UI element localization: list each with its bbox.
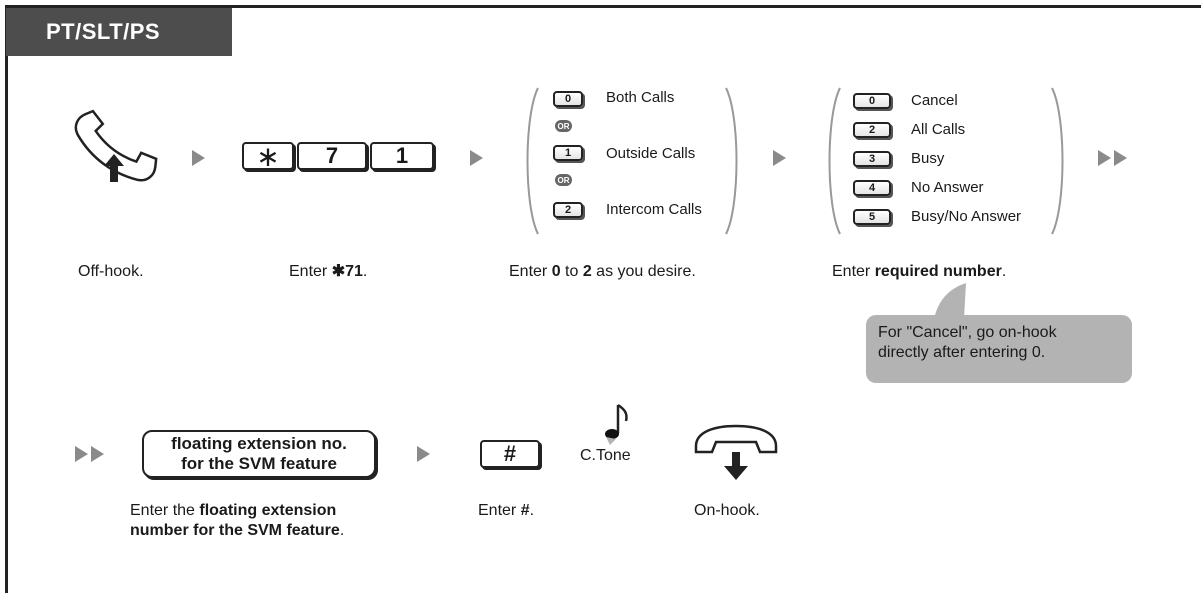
key-1: 1: [370, 142, 434, 170]
floating-extension-line-1: floating extension no.: [171, 434, 347, 453]
caption-floating-extension-prefix: Enter the: [130, 502, 200, 519]
cancel-note-line-1: For "Cancel", go on-hook: [878, 324, 1057, 341]
caption-call-type-to: 2: [582, 263, 592, 280]
key-star: ∗: [242, 140, 294, 172]
forward-label-all-calls: All Calls: [911, 121, 966, 138]
forward-key-0: 0: [853, 93, 891, 109]
caption-required-number-suffix: .: [1001, 263, 1007, 280]
caption-on-hook: On-hook.: [694, 502, 760, 519]
caption-required-number-prefix: Enter: [832, 263, 875, 280]
forward-key-4-label: 4: [868, 182, 876, 194]
caption-enter-71-code: ✱71: [331, 263, 363, 280]
step-arrow-1: [192, 150, 205, 166]
caption-enter-71-prefix: Enter: [289, 263, 332, 280]
caption-floating-extension: Enter the floating extension number for …: [130, 501, 344, 541]
note-bubble-tail: [934, 283, 966, 319]
call-type-label-intercom: Intercom Calls: [606, 201, 702, 218]
call-type-key-2-label: 2: [564, 204, 572, 216]
on-hook-handset-icon: [694, 424, 778, 480]
forward-label-no-answer: No Answer: [911, 179, 984, 196]
or-badge-2: OR: [555, 174, 572, 186]
confirmation-tone-icon: [605, 403, 628, 445]
row2-arrow-b: [91, 446, 104, 462]
forward-key-2: 2: [853, 122, 891, 138]
off-hook-handset-icon: [74, 109, 158, 182]
cancel-note-line-2: directly after entering 0.: [878, 344, 1046, 361]
frame-top-border: [5, 5, 1201, 8]
caption-call-type-mid: to: [560, 263, 583, 280]
forward-key-2-label: 2: [868, 124, 876, 136]
device-type-label: PT/SLT/PS: [46, 19, 161, 44]
row2-arrow-c: [417, 446, 430, 462]
right-paren-call-type: [725, 87, 738, 235]
forward-label-busy-no-answer: Busy/No Answer: [911, 208, 1022, 225]
forward-label-cancel: Cancel: [911, 92, 958, 109]
call-type-key-2: 2: [553, 202, 583, 218]
key-hash: #: [480, 440, 540, 468]
caption-call-type: Enter 0 to 2 as you desire.: [509, 262, 696, 282]
floating-extension-line-2: for the SVM feature: [181, 454, 337, 473]
caption-floating-extension-bold-1: floating extension: [199, 502, 337, 519]
caption-enter-71-suffix: .: [362, 263, 368, 280]
caption-enter-hash-suffix: .: [529, 502, 535, 519]
caption-floating-extension-suffix: .: [339, 522, 345, 539]
caption-required-number-bold: required number: [874, 263, 1002, 280]
caption-enter-hash-bold: #: [520, 502, 530, 519]
caption-off-hook: Off-hook.: [78, 263, 144, 280]
continue-arrow-b: [1114, 150, 1127, 166]
step-arrow-3: [773, 150, 786, 166]
step-arrow-2: [470, 150, 483, 166]
call-type-key-1: 1: [553, 145, 583, 161]
caption-enter-71: Enter ✱71.: [289, 262, 367, 282]
call-type-key-0: 0: [553, 91, 583, 107]
device-type-tag: PT/SLT/PS: [6, 8, 232, 56]
forward-key-3: 3: [853, 151, 891, 167]
forward-label-busy: Busy: [911, 150, 945, 167]
key-1-label: 1: [395, 143, 409, 168]
right-paren-forward-type: [1051, 87, 1064, 235]
forward-key-0-label: 0: [868, 95, 876, 107]
continue-arrow-a: [1098, 150, 1111, 166]
key-hash-label: #: [503, 441, 517, 466]
call-type-label-both: Both Calls: [606, 89, 675, 106]
caption-enter-hash: Enter #.: [478, 501, 534, 521]
forward-key-5: 5: [853, 209, 891, 225]
call-type-label-outside: Outside Calls: [606, 145, 696, 162]
caption-call-type-from: 0: [551, 263, 561, 280]
call-type-key-0-label: 0: [564, 93, 572, 105]
frame-left-border: [5, 5, 8, 593]
cancel-note-bubble: For "Cancel", go on-hook directly after …: [866, 315, 1132, 383]
key-7: 7: [297, 142, 367, 170]
caption-enter-hash-prefix: Enter: [478, 502, 521, 519]
caption-floating-extension-bold-2: number for the SVM feature: [130, 522, 340, 539]
confirmation-tone-label: C.Tone: [580, 447, 631, 464]
key-7-label: 7: [325, 143, 339, 168]
caption-call-type-suffix: as you desire.: [591, 263, 696, 280]
row2-arrow-a: [75, 446, 88, 462]
floating-extension-key: floating extension no. for the SVM featu…: [142, 430, 376, 478]
caption-required-number: Enter required number.: [832, 262, 1006, 282]
forward-key-3-label: 3: [868, 153, 876, 165]
left-paren-forward-type: [828, 87, 841, 235]
forward-key-5-label: 5: [868, 211, 876, 223]
call-type-key-1-label: 1: [564, 147, 572, 159]
caption-call-type-prefix: Enter: [509, 263, 552, 280]
left-paren-call-type: [526, 87, 539, 235]
or-badge-1: OR: [555, 120, 572, 132]
key-star-label: ∗: [256, 140, 280, 172]
forward-key-4: 4: [853, 180, 891, 196]
